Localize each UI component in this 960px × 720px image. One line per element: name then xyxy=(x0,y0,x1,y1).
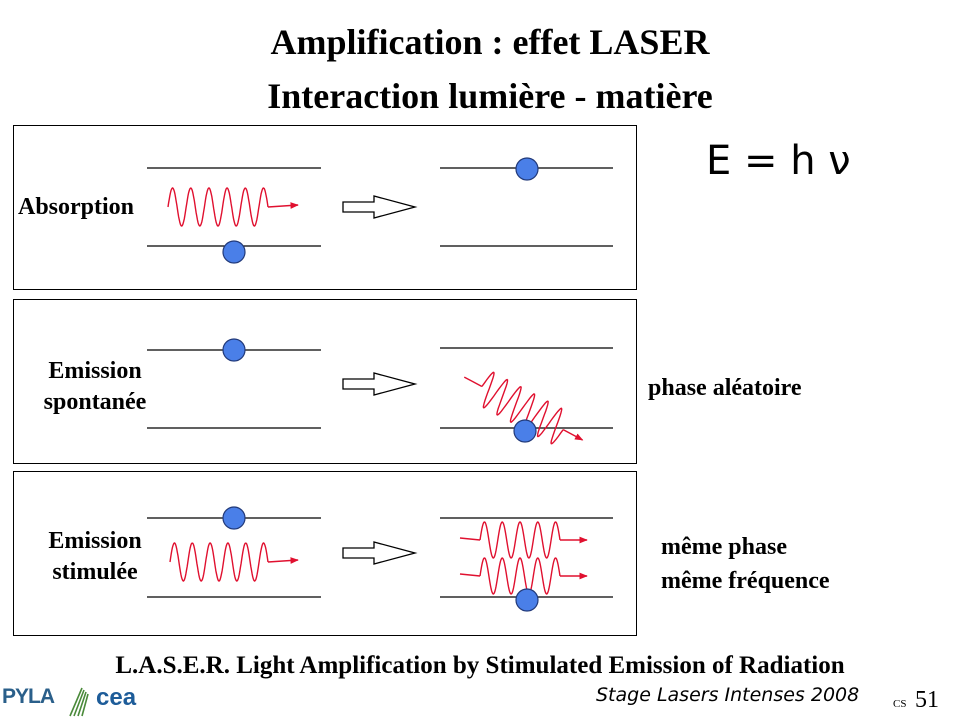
absorption-electron-after xyxy=(515,157,539,181)
stimulated-electron-before xyxy=(222,506,246,530)
spontaneous-note: phase aléatoire xyxy=(648,375,802,401)
cea-logo: cea xyxy=(96,684,137,711)
stimulated-label-line1: Emission xyxy=(48,528,142,554)
stimulated-incident-photon-arrow xyxy=(267,557,299,564)
spontaneous-electron-before xyxy=(222,338,246,362)
absorption-electron-before xyxy=(222,240,246,264)
absorption-photon-wave xyxy=(167,187,269,227)
absorption-photon-arrow xyxy=(267,202,299,209)
spontaneous-transition-arrow xyxy=(342,372,418,396)
stimulated-photon-tail-2 xyxy=(459,573,481,577)
spontaneous-electron-after xyxy=(513,419,537,443)
spontaneous-photon-wave xyxy=(481,371,564,445)
stimulated-photon-tail-1 xyxy=(459,537,481,541)
stimulated-photon-wave-2 xyxy=(479,557,561,595)
stimulated-electron-after xyxy=(515,588,539,612)
spontaneous-label-line2: spontanée xyxy=(43,389,147,415)
laser-acronym-caption: L.A.S.E.R. Light Amplification by Stimul… xyxy=(115,652,845,679)
stimulated-photon-wave-1 xyxy=(479,521,561,559)
spontaneous-label-line1: Emission xyxy=(48,358,142,384)
cea-logo-icon xyxy=(69,687,89,717)
stimulated-transition-arrow xyxy=(342,541,418,565)
stimulated-incident-photon-wave xyxy=(169,542,269,582)
spontaneous-photon-tail xyxy=(463,376,483,388)
slide-title-line1: Amplification : effet LASER xyxy=(270,22,710,62)
spontaneous-photon-arrow xyxy=(562,429,584,441)
stimulated-note-line1: même phase xyxy=(661,534,787,560)
pyla-logo: PYLA xyxy=(2,685,55,708)
slide-title-line2: Interaction lumière - matière xyxy=(267,76,713,116)
spontaneous-emission-label: Emission spontanée xyxy=(20,356,170,418)
absorption-label: Absorption xyxy=(18,194,135,220)
energy-formula: E = h ν xyxy=(706,138,851,184)
event-name: Stage Lasers Intenses 2008 xyxy=(596,684,860,706)
stimulated-emission-label: Emission stimulée xyxy=(20,526,170,588)
absorption-transition-arrow xyxy=(342,195,418,219)
author-initials: CS xyxy=(893,698,907,710)
page-number: 51 xyxy=(915,687,939,713)
stimulated-note-line2: même fréquence xyxy=(661,568,830,594)
absorption-panel xyxy=(13,125,637,290)
stimulated-label-line2: stimulée xyxy=(52,559,138,585)
